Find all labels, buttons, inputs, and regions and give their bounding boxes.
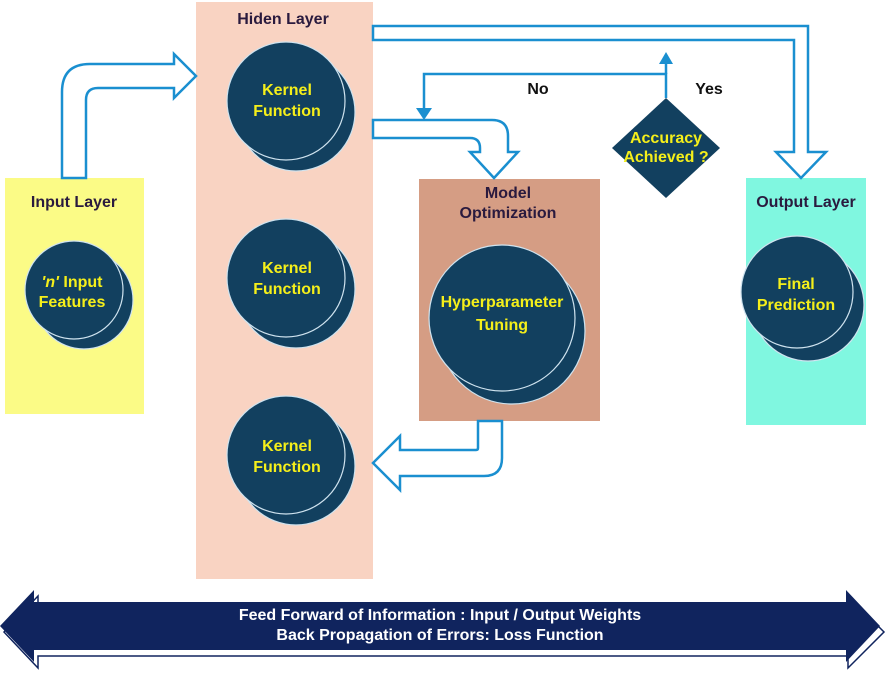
kernel2-line2: Function (253, 281, 321, 298)
input-features-line2: Features (39, 294, 106, 311)
kernel1-line2: Function (253, 103, 321, 120)
arrow-model-to-kernel3 (371, 419, 504, 494)
final-prediction-line2: Prediction (757, 297, 835, 314)
arrow-hidden-to-model (371, 118, 521, 180)
model-optimization-title-line1: Model (485, 185, 531, 202)
accuracy-decision-diamond (612, 98, 720, 198)
banner-line2: Back Propagation of Errors: Loss Functio… (276, 627, 603, 644)
hidden-layer-title: Hiden Layer (237, 11, 329, 28)
kernel3-line2: Function (253, 459, 321, 476)
label-yes: Yes (695, 81, 723, 98)
arrow-hidden-to-output (371, 24, 829, 180)
final-prediction-line1: Final (777, 276, 814, 293)
kernel-function-node-3: Kernel Function (226, 395, 356, 526)
model-optimization-title-line2: Optimization (460, 205, 557, 222)
kernel3-line1: Kernel (262, 438, 312, 455)
kernel-function-node-1: Kernel Function (226, 41, 356, 172)
hyperparameter-line2: Tuning (476, 317, 528, 334)
arrowhead-down-to-hidden (416, 108, 432, 120)
kernel2-line1: Kernel (262, 260, 312, 277)
feed-forward-backprop-banner (0, 590, 880, 662)
input-features-node: 'n' Input Features (24, 240, 134, 350)
decision-text-line1: Accuracy (630, 130, 702, 147)
banner-line1: Feed Forward of Information : Input / Ou… (239, 607, 641, 624)
decision-text-line2: Achieved ? (623, 149, 708, 166)
kernel-function-node-2: Kernel Function (226, 218, 356, 349)
final-prediction-node: Final Prediction (740, 235, 865, 362)
feedback-no-connector (422, 72, 668, 112)
kernel1-line1: Kernel (262, 82, 312, 99)
arrow-input-to-hidden (60, 50, 198, 180)
hyperparameter-line1: Hyperparameter (441, 294, 564, 311)
label-no: No (527, 81, 549, 98)
arrowhead-up-yes (659, 52, 673, 64)
input-layer-title: Input Layer (31, 194, 117, 211)
input-features-line1: 'n' Input (42, 274, 104, 291)
hyperparameter-tuning-node: Hyperparameter Tuning (428, 244, 586, 405)
output-layer-title: Output Layer (756, 194, 856, 211)
